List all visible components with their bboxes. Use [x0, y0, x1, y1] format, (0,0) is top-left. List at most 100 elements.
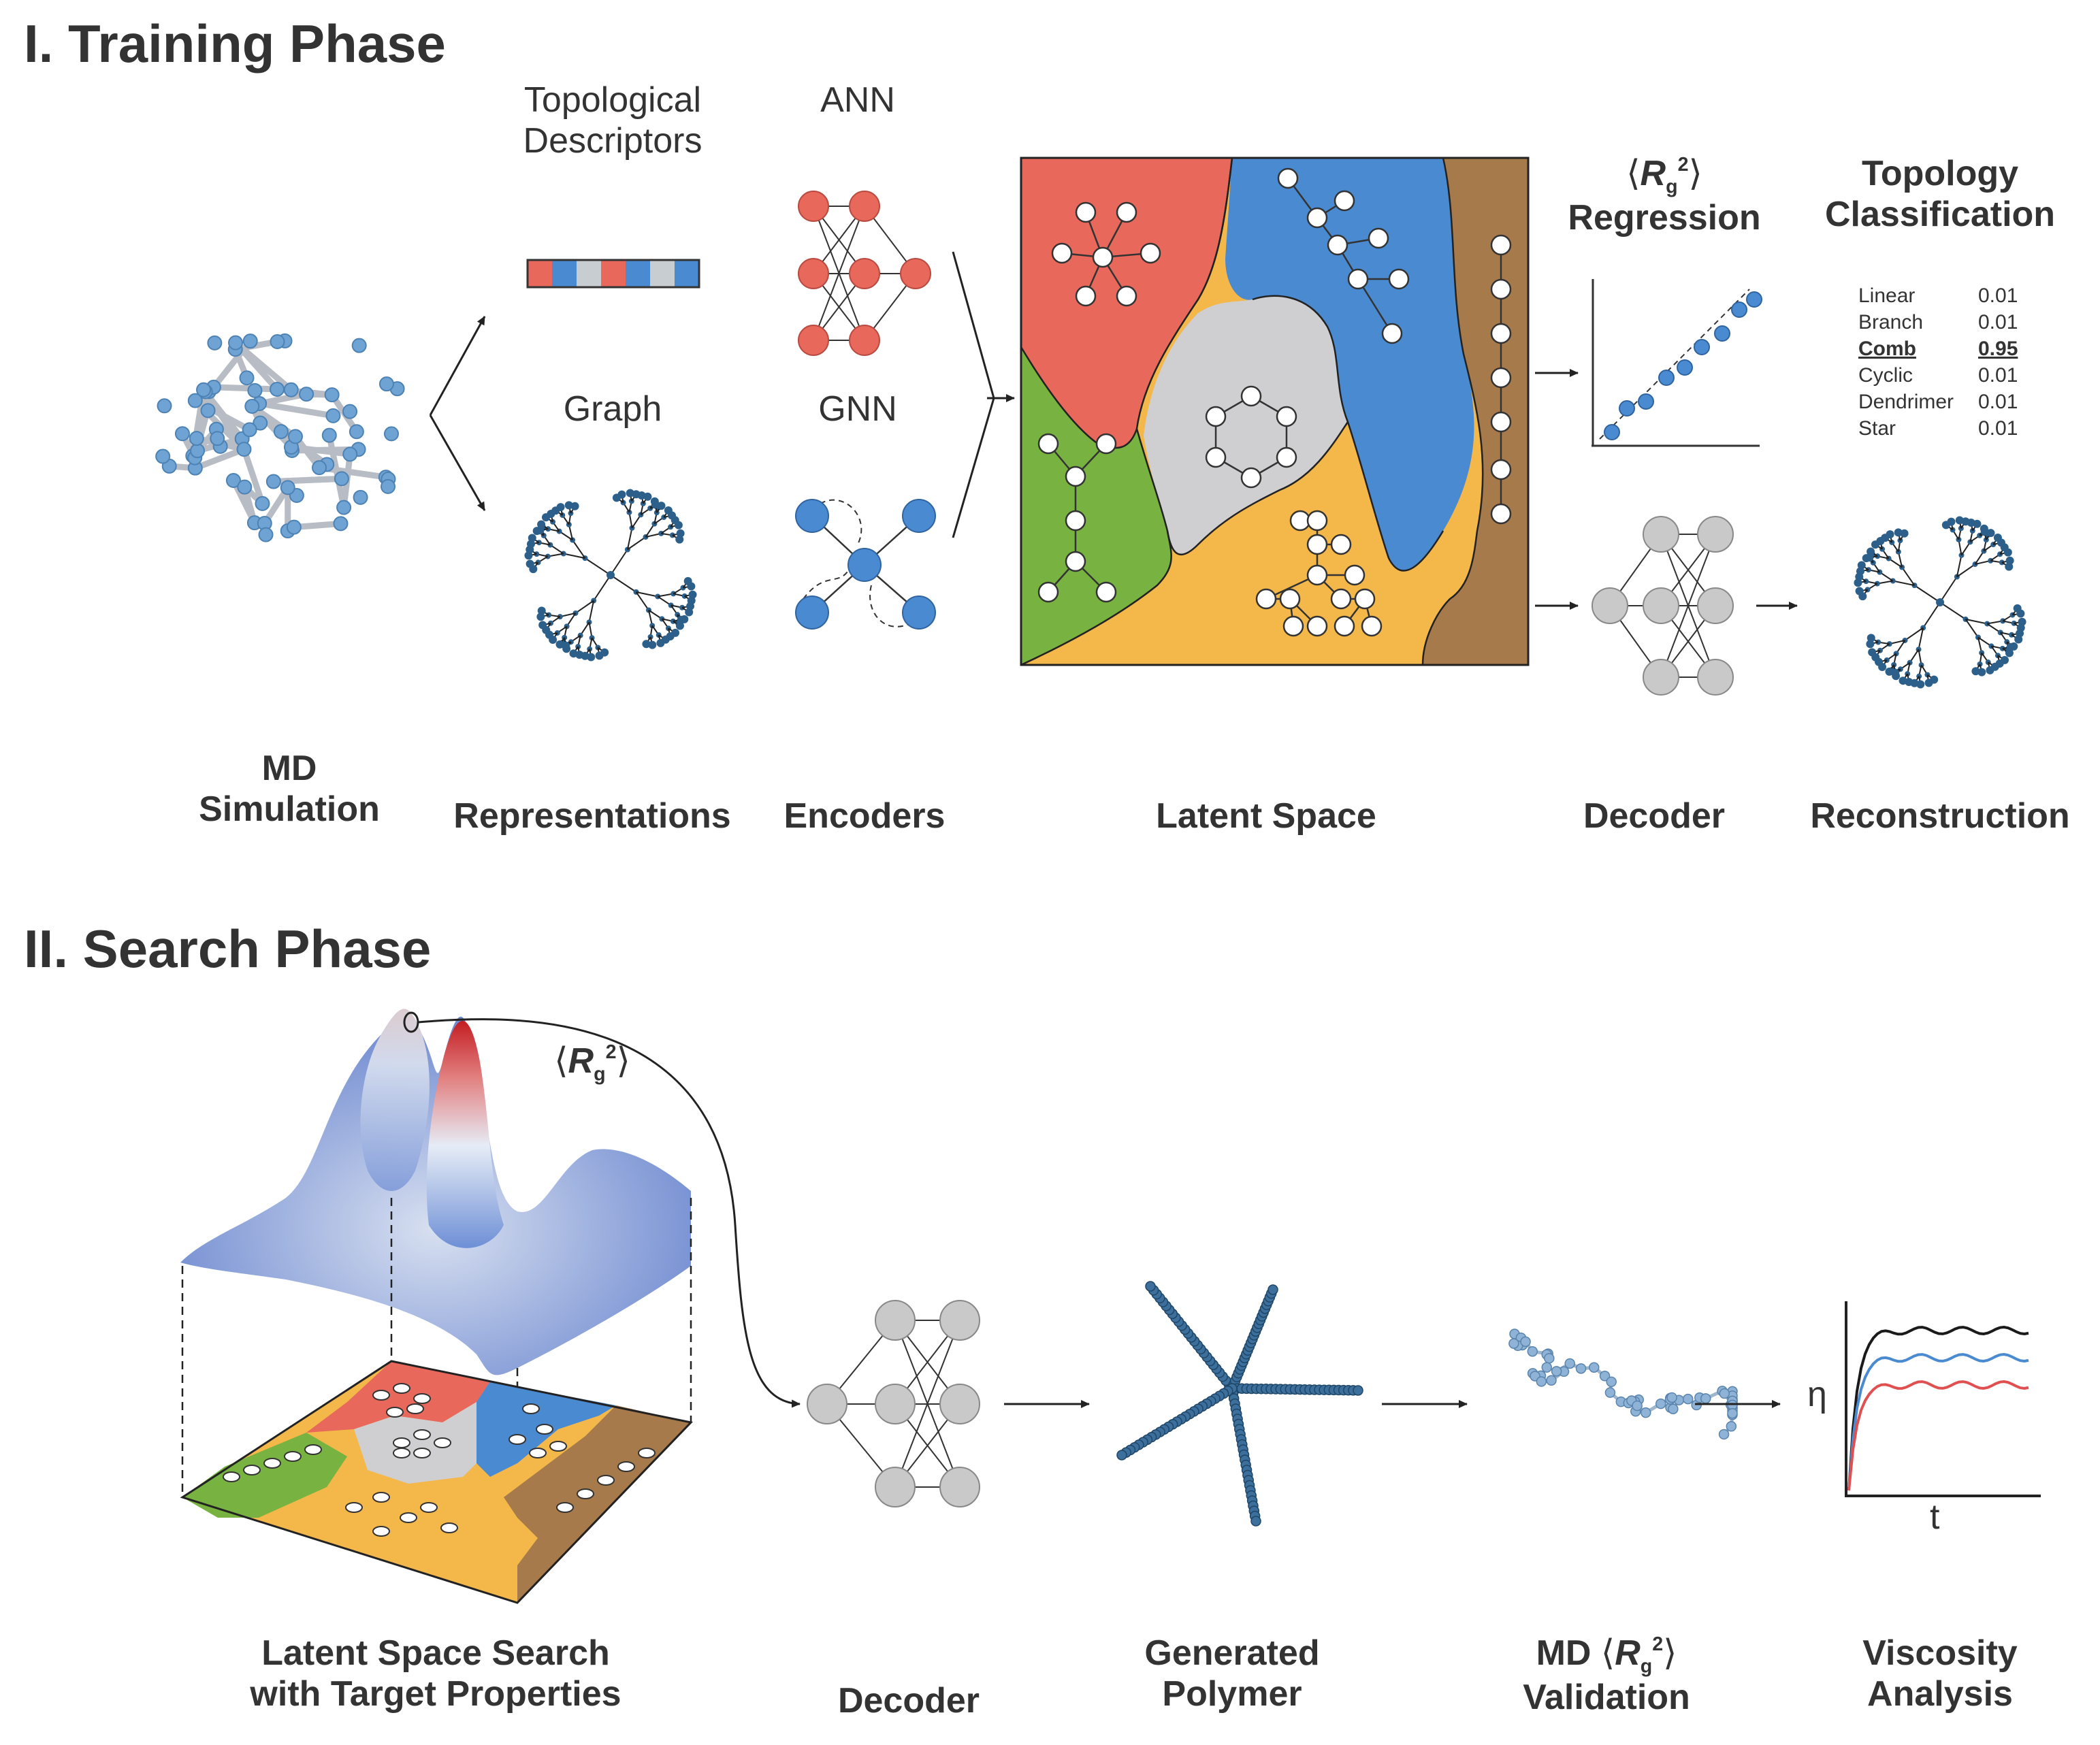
topology-node	[1306, 564, 1328, 586]
topology-node	[1330, 534, 1352, 555]
topology-node	[406, 1403, 424, 1414]
topology-node	[393, 1437, 410, 1448]
topology-node	[393, 1383, 410, 1394]
topology-node	[597, 1475, 615, 1486]
network-node	[807, 1384, 847, 1424]
descriptor-cell	[650, 260, 675, 287]
latent-space-label: Latent Space	[1156, 796, 1376, 836]
topology-node	[1140, 242, 1161, 264]
topology-node	[1282, 615, 1304, 637]
polymer-bead	[1250, 1516, 1261, 1527]
md-validation-label: MD ⟨Rg2⟩ Validation	[1484, 1633, 1729, 1718]
topology-node	[1065, 466, 1086, 487]
search-decoder-network	[807, 1300, 980, 1507]
chain-bead	[1632, 1400, 1643, 1412]
topology-node	[1205, 446, 1227, 468]
latent-search-line1: Latent Space Search	[261, 1633, 610, 1673]
decoder-network	[1592, 516, 1734, 696]
topology-node	[1306, 615, 1328, 637]
network-node	[875, 1384, 916, 1424]
viscosity-line2: Analysis	[1867, 1674, 2013, 1714]
topology-node	[1490, 323, 1512, 344]
network-node	[1643, 659, 1679, 696]
region-blue	[1225, 158, 1474, 571]
chain-bead	[1604, 1387, 1616, 1398]
topology-node	[243, 1465, 261, 1475]
topology-node	[556, 1502, 574, 1513]
polymer-bead	[1267, 1284, 1278, 1295]
network-node	[875, 1467, 916, 1507]
topology-node	[1490, 459, 1512, 480]
chain-bead	[1551, 1366, 1562, 1377]
classification-value: 0.01	[1978, 391, 2018, 413]
gnn-node	[795, 499, 829, 533]
topology-node	[1255, 588, 1277, 610]
network-node	[1697, 587, 1734, 624]
descriptor-cell	[601, 260, 626, 287]
topology-node	[1116, 201, 1137, 223]
viscosity-plot	[1845, 1301, 2041, 1497]
region-green	[1021, 347, 1172, 665]
descriptor-cell	[626, 260, 650, 287]
decoder-label: Decoder	[1583, 796, 1726, 836]
classification-value: 0.01	[1978, 311, 2018, 333]
reconstruction-label: Reconstruction	[1810, 796, 2070, 836]
md-line1: MD	[261, 749, 317, 788]
chain-bead	[1718, 1429, 1730, 1440]
topology-node	[1095, 581, 1117, 603]
arrow-to-descriptors	[429, 316, 486, 416]
topology-node	[440, 1522, 458, 1533]
regression-point	[1694, 339, 1710, 355]
region-gray	[1144, 295, 1348, 555]
topology-node	[1116, 285, 1137, 307]
descriptor-cell	[528, 260, 552, 287]
topology-node	[1065, 510, 1086, 532]
chain-bead	[1640, 1407, 1651, 1418]
network-node	[1697, 516, 1734, 553]
chain-bead	[1666, 1392, 1677, 1403]
topology-node	[638, 1448, 656, 1458]
latent-search-line2: with Target Properties	[250, 1674, 621, 1714]
regression-symbol: ⟨Rg2⟩	[1626, 153, 1702, 198]
topology-node	[1051, 242, 1073, 264]
training-phase-title: I. Training Phase	[24, 14, 446, 74]
chain-bead	[1588, 1362, 1600, 1373]
gnn-center-node	[847, 548, 882, 582]
topology-node	[345, 1502, 363, 1513]
topology-node	[1361, 615, 1383, 637]
md-line2: Simulation	[199, 789, 380, 829]
topology-node	[223, 1471, 240, 1482]
topology-node	[413, 1448, 431, 1458]
topology-node	[393, 1448, 410, 1458]
network-node	[939, 1384, 980, 1424]
topology-node	[1240, 467, 1262, 489]
classification-value: 0.01	[1978, 417, 2018, 440]
chain-bead	[1508, 1338, 1519, 1349]
viscosity-curve-black	[1847, 1325, 2029, 1491]
topology-node	[263, 1458, 281, 1469]
topology-node	[372, 1492, 390, 1503]
topology-node	[577, 1488, 594, 1499]
chain-bead	[1719, 1388, 1730, 1399]
network-node	[849, 325, 880, 356]
classification-label: Cyclic	[1858, 364, 1913, 387]
encoders-label: Encoders	[784, 796, 946, 836]
latent-map-perspective	[180, 1360, 693, 1604]
chain-bead	[1727, 1407, 1738, 1419]
arrow-to-graph	[429, 414, 486, 511]
gnn-label: GNN	[818, 389, 897, 429]
topology-node	[284, 1451, 302, 1462]
topology-node	[420, 1502, 438, 1513]
chain-bead	[1544, 1353, 1555, 1364]
topology-node	[1240, 385, 1262, 407]
topology-node	[522, 1403, 540, 1414]
viscosity-curve-red	[1847, 1380, 2029, 1491]
gnn-node	[902, 596, 936, 630]
regression-point	[1604, 424, 1620, 440]
